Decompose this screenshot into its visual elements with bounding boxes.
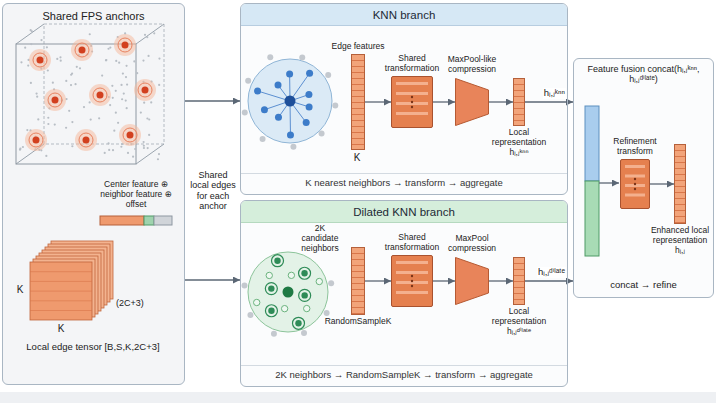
node-label: MaxPool-like compression: [442, 55, 502, 75]
annotation-label: K: [14, 284, 26, 296]
node-note: K nearest neighbors → transform → aggreg…: [241, 173, 567, 194]
node-label: Refinement transform: [604, 137, 666, 157]
mlp-detail: [392, 77, 432, 127]
node-label: Local representation hᵢ,ⱼᵏⁿⁿ: [487, 128, 551, 157]
flow-arrow: [433, 101, 455, 102]
annotation-label: Shared local edges for each anchor: [188, 170, 238, 211]
pooling-trapezoid: MaxPool-like compression: [455, 78, 489, 126]
branch-panel: KNN branch K nearest neighbors → transfor…: [240, 3, 568, 195]
flow-arrow: [365, 280, 391, 281]
trapezoid-shape: [455, 78, 489, 126]
fusion-panel: Feature fusion concat(hᵢ,ⱼᵏⁿⁿ, hᵢ,ⱼᵈⁱˡᵃᵗ…: [573, 58, 714, 298]
concat-bar: [585, 106, 599, 256]
panel-fill: [573, 58, 714, 298]
point-cloud-cube: [16, 24, 164, 164]
edge-label: hᵢ,ⱼᵈⁱˡᵃᵗᵉ: [537, 267, 566, 278]
panel-fill: [240, 3, 568, 195]
flow-arrow: [525, 101, 573, 102]
trapezoid-shape: [455, 257, 489, 305]
node-label: KNN branch: [241, 4, 567, 26]
transform-box: Refinement transform: [620, 159, 650, 209]
node-label: Shared transformation: [381, 54, 443, 74]
annotation-label: (2C+3): [116, 298, 168, 308]
node-label: Shared FPS anchors: [3, 10, 184, 23]
knn-neighborhood: [242, 54, 339, 149]
node-label: Shared transformation: [381, 233, 443, 253]
node-label: Enhanced local representation hᵢ,ⱼ: [648, 226, 712, 255]
transform-box: Shared transformation: [391, 255, 433, 307]
feature-bar: Enhanced local representation hᵢ,ⱼ: [674, 144, 686, 224]
node-label: Edge features: [330, 42, 386, 52]
node-label: Local representation hᵢ,ⱼᵈⁱˡᵃᵗᵉ: [487, 307, 551, 336]
edge-feature-bar: [100, 216, 172, 225]
flow-arrow: [489, 101, 513, 102]
branch-panel: Dilated KNN branch 2K neighbors → RandomS…: [240, 200, 568, 387]
panel-fill: [2, 3, 185, 385]
node-note: concat → refine: [574, 280, 713, 291]
flow-arrow: [433, 280, 455, 281]
feature-bar: RandomSampleK: [351, 247, 365, 315]
transform-box: Shared transformation: [391, 76, 433, 128]
flow-arrow: [489, 280, 513, 281]
dilated-neighborhood: [242, 252, 335, 337]
panel-fill: [240, 200, 568, 387]
concat-arrow: [599, 182, 619, 183]
flow-arrow: [365, 101, 391, 102]
edge-tensor: [30, 241, 113, 320]
node-label: MaxPool compression: [442, 234, 502, 254]
annotation-label: Center feature ⊕ neighbor feature ⊕ offs…: [90, 180, 182, 209]
flow-arrow: [185, 100, 240, 101]
flow-arrow: [185, 279, 240, 280]
mlp-detail: [621, 160, 649, 208]
flow-arrow: [525, 280, 573, 281]
node-note: 2K neighbors → RandomSampleK → transform…: [241, 365, 567, 386]
node-label: RandomSampleK: [318, 317, 398, 327]
feature-bar: Local representation hᵢ,ⱼᵏⁿⁿ: [513, 78, 525, 126]
mlp-detail: [392, 256, 432, 306]
annotation-label: 2K candidate neighbors: [296, 224, 344, 253]
feature-bar: Edge features: [351, 54, 365, 150]
pooling-trapezoid: MaxPool compression: [455, 257, 489, 305]
node-label: Feature fusion concat(hᵢ,ⱼᵏⁿⁿ, hᵢ,ⱼᵈⁱˡᵃᵗ…: [578, 64, 709, 85]
annotation-label: K: [55, 323, 67, 335]
feature-bar: Local representation hᵢ,ⱼᵈⁱˡᵃᵗᵉ: [513, 257, 525, 305]
annotation-label: K: [350, 152, 364, 164]
flow-arrow: [650, 183, 674, 184]
node-label: Dilated KNN branch: [241, 201, 567, 223]
annotation-label: Local edge tensor [B,S,K,2C+3]: [10, 342, 176, 353]
bottom-band: [0, 392, 716, 403]
edge-label: hᵢ,ⱼᵏⁿⁿ: [543, 88, 566, 99]
